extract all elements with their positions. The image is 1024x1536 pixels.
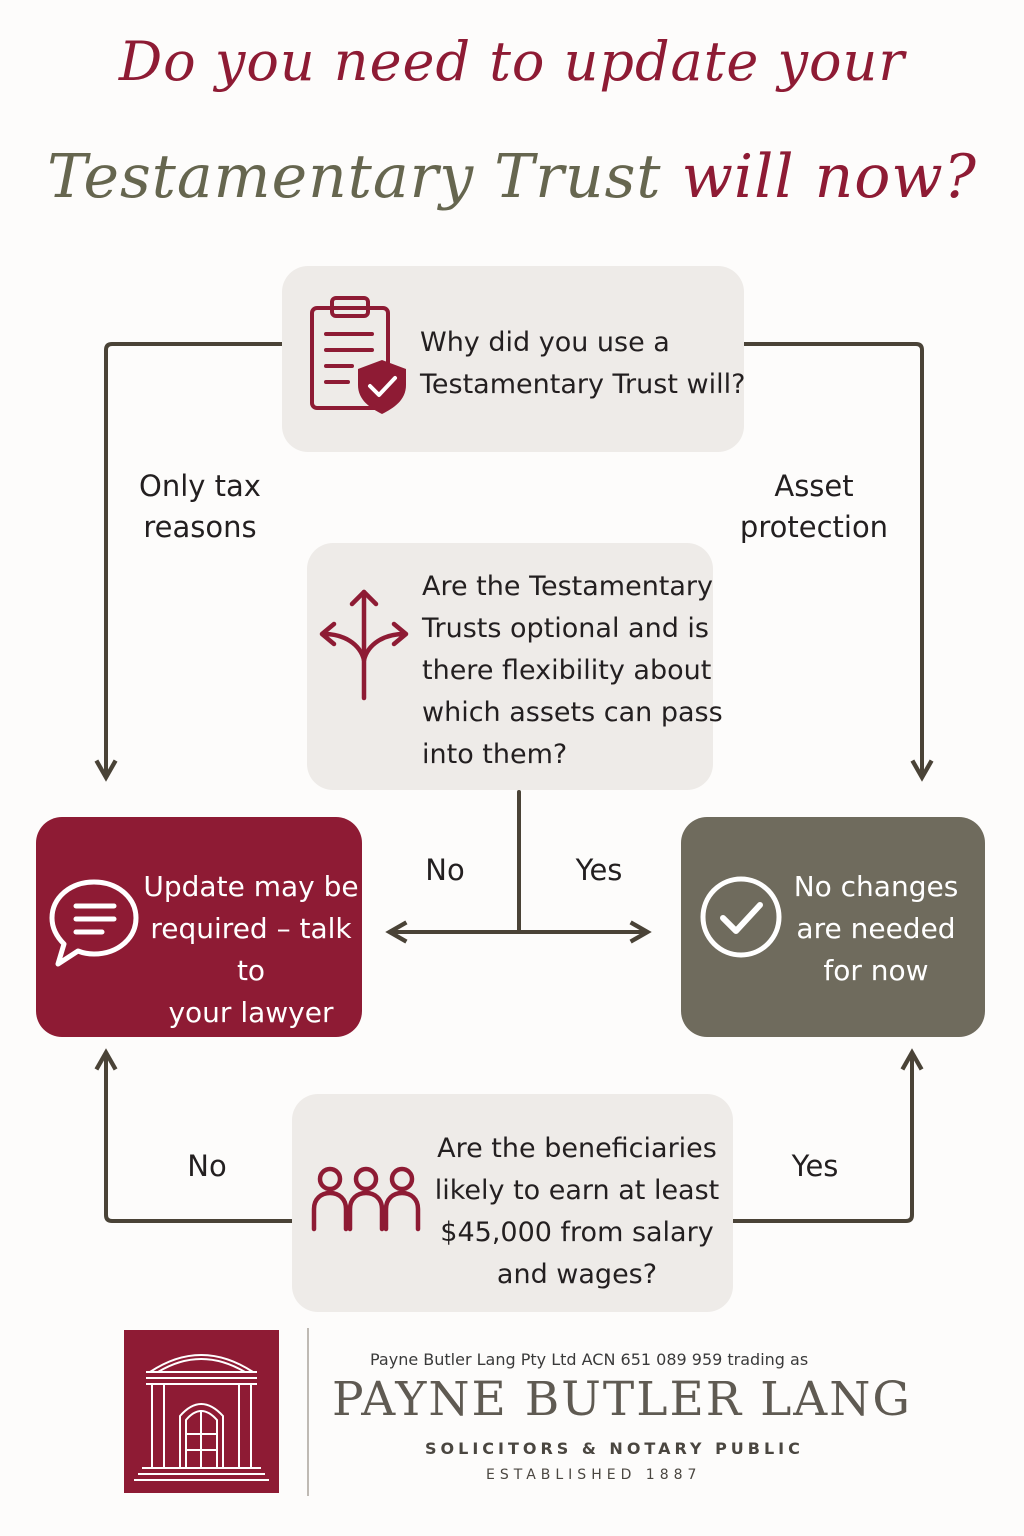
branch-label-yes: Yes bbox=[575, 853, 623, 887]
question-income-text: Are the beneficiaries likely to earn at … bbox=[432, 1128, 722, 1296]
connector-q3-yes bbox=[731, 1048, 924, 1223]
question-flexibility-text: Are the Testamentary Trusts optional and… bbox=[422, 566, 723, 776]
question-flexibility-line: Trusts optional and is bbox=[422, 613, 709, 644]
branch-label-only-tax: Only tax reasons bbox=[130, 466, 270, 548]
connector-q1-right bbox=[742, 342, 934, 782]
page-title-line1: Do you need to update your bbox=[118, 30, 906, 93]
result-no-changes-line: No changes bbox=[793, 870, 959, 903]
result-no-changes-line: are needed bbox=[796, 912, 956, 945]
branch-label-no-income: No bbox=[187, 1149, 227, 1183]
clipboard-shield-icon bbox=[310, 296, 406, 414]
branch-label-asset-protection: Asset protection bbox=[734, 466, 894, 548]
building-door-logo-icon bbox=[134, 1354, 269, 1481]
question-income-line: Are the beneficiaries bbox=[437, 1133, 717, 1164]
result-update-line: required – talk to bbox=[150, 912, 352, 987]
firm-established: ESTABLISHED 1887 bbox=[486, 1467, 702, 1483]
branch-label-line: Asset bbox=[774, 469, 854, 503]
question-reason-line: Testamentary Trust will? bbox=[420, 369, 746, 400]
split-arrows-icon bbox=[319, 589, 409, 701]
question-reason-line: Why did you use a bbox=[420, 327, 670, 358]
connector-q3-no bbox=[94, 1048, 294, 1223]
question-box-income bbox=[292, 1094, 733, 1312]
firm-subtitle: SOLICITORS & NOTARY PUBLIC bbox=[425, 1439, 804, 1458]
question-flexibility-line: which assets can pass bbox=[422, 697, 723, 728]
result-update-line: Update may be bbox=[143, 870, 359, 903]
firm-name: PAYNE BUTLER LANG bbox=[332, 1372, 912, 1427]
branch-label-yes-income: Yes bbox=[791, 1149, 839, 1183]
question-reason-text: Why did you use a Testamentary Trust wil… bbox=[420, 322, 745, 406]
result-no-changes-text: No changes are needed for now bbox=[782, 866, 970, 992]
question-income-line: and wages? bbox=[496, 1259, 658, 1290]
footer-tagline: Payne Butler Lang Pty Ltd ACN 651 089 95… bbox=[370, 1350, 809, 1369]
branch-label-line: reasons bbox=[143, 510, 257, 544]
question-income-line: likely to earn at least bbox=[434, 1175, 720, 1206]
firm-logo bbox=[124, 1330, 279, 1493]
connector-q1-left bbox=[94, 342, 284, 782]
branch-label-line: protection bbox=[739, 510, 889, 544]
question-income-line: $45,000 from salary bbox=[440, 1217, 714, 1248]
result-no-changes-line: for now bbox=[823, 954, 929, 987]
result-update-line: your lawyer bbox=[168, 996, 334, 1029]
question-flexibility-line: there flexibility about bbox=[422, 655, 712, 686]
footer-divider bbox=[307, 1328, 309, 1496]
page-title-line2: Testamentary Trust will now? bbox=[0, 142, 1024, 212]
result-box-update-required bbox=[36, 817, 362, 1037]
chat-bubble-icon bbox=[49, 879, 139, 967]
branch-label-line: Only tax bbox=[139, 469, 261, 503]
result-update-text: Update may be required – talk to your la… bbox=[140, 866, 362, 1034]
page-title-part2: will now? bbox=[681, 142, 977, 212]
people-icon bbox=[311, 1166, 421, 1232]
question-flexibility-line: Are the Testamentary bbox=[422, 571, 714, 602]
question-box-flexibility bbox=[307, 543, 713, 790]
question-flexibility-line: into them? bbox=[422, 739, 568, 770]
page-title-part1: Testamentary Trust bbox=[47, 142, 662, 212]
check-circle-icon bbox=[700, 876, 782, 958]
branch-label-no: No bbox=[425, 853, 465, 887]
